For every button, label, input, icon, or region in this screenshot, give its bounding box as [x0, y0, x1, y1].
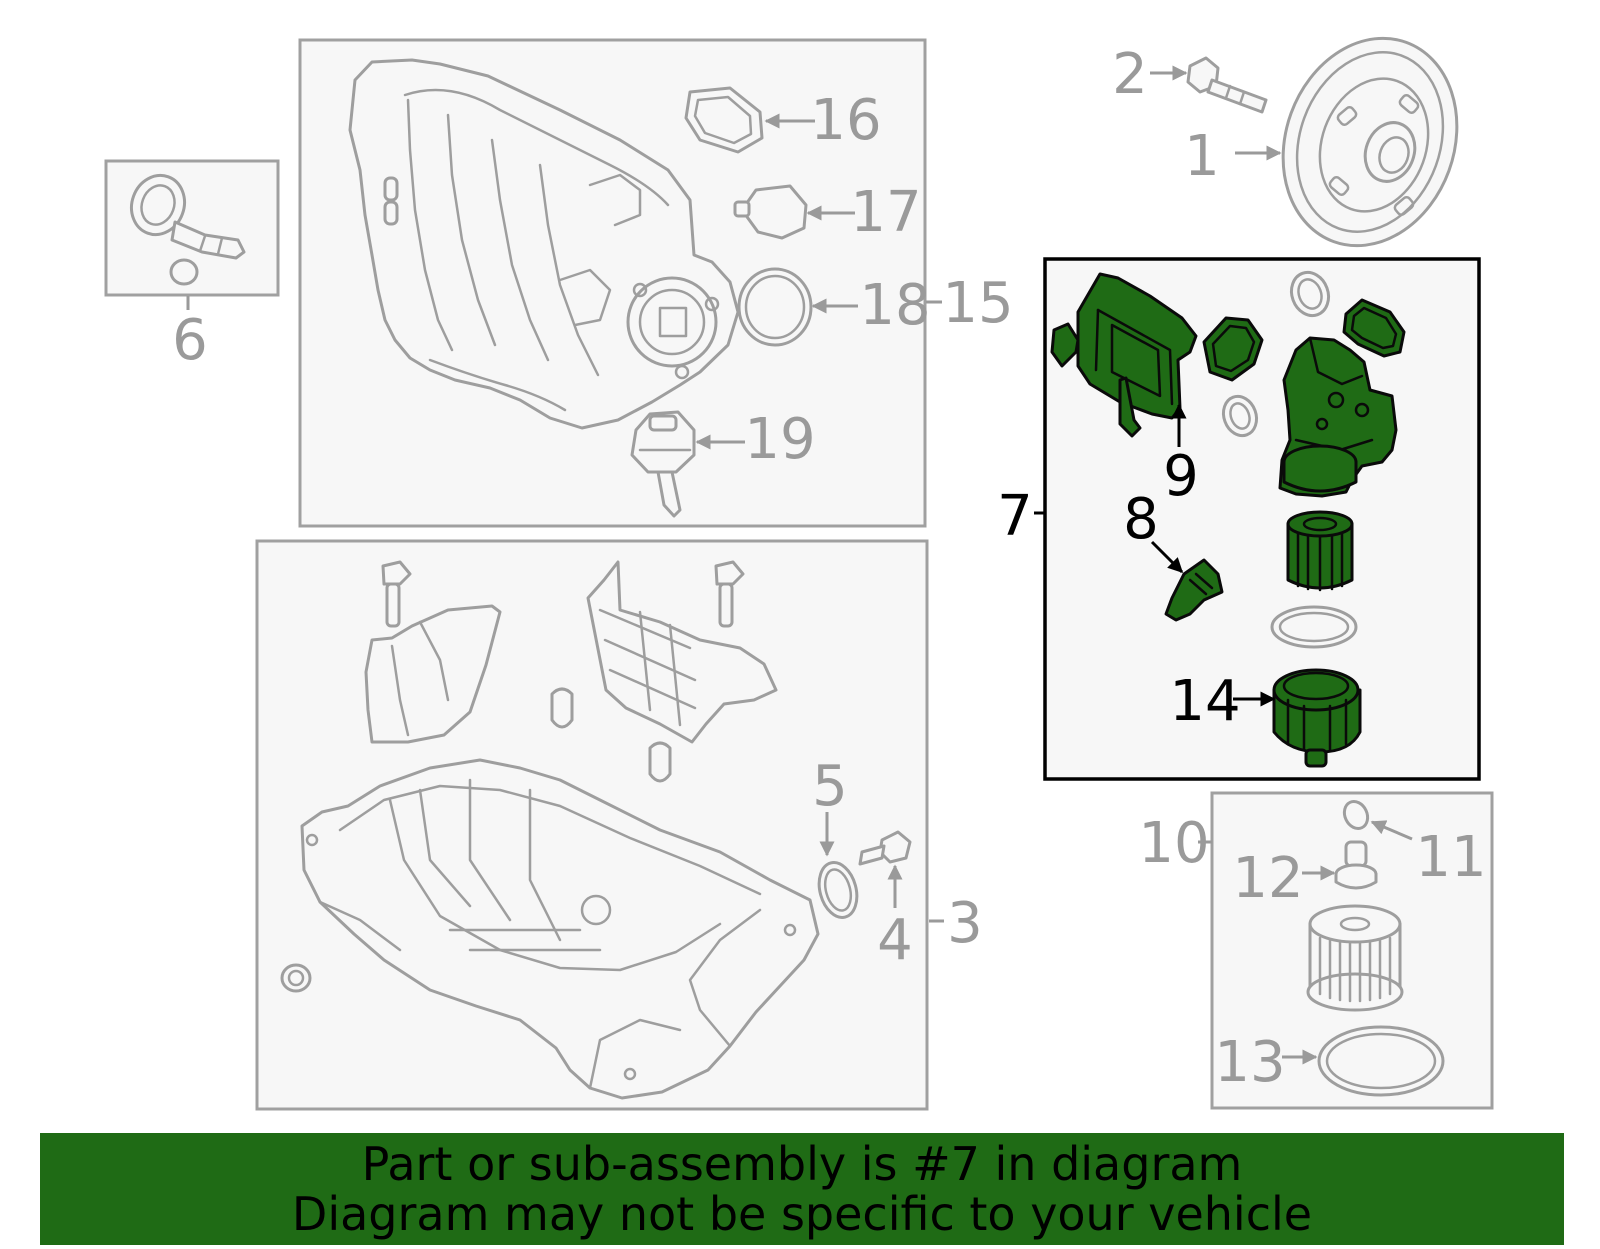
part-7-o-ring-b	[1221, 394, 1259, 438]
part-9-oil-cooler	[1050, 272, 1198, 438]
callout-6: 6	[172, 308, 208, 373]
callout-16: 16	[810, 88, 881, 153]
part-14-filter-cap	[1272, 668, 1362, 768]
part-2-bolt	[1186, 56, 1268, 114]
part-7-gasket-a	[1202, 316, 1264, 382]
part-19-valve	[630, 410, 696, 518]
part-12-drain-plug	[1334, 840, 1378, 890]
part-1-crankshaft-pulley	[1281, 36, 1459, 248]
callout-18: 18	[859, 273, 930, 338]
callout-14: 14	[1169, 669, 1240, 734]
callout-9: 9	[1163, 444, 1199, 509]
part-4-drain-plug	[858, 830, 912, 866]
leader-8	[1150, 540, 1184, 574]
callout-3: 3	[947, 891, 983, 956]
callout-10: 10	[1138, 811, 1209, 876]
callout-13: 13	[1214, 1030, 1285, 1095]
callout-11: 11	[1415, 825, 1486, 890]
part-18-gasket-ring	[737, 267, 813, 347]
info-banner: Part or sub-assembly is #7 in diagram Di…	[40, 1133, 1564, 1245]
part-10-filter-element	[1306, 904, 1404, 1012]
part-16-gasket	[684, 86, 764, 154]
banner-line-1: Part or sub-assembly is #7 in diagram	[361, 1137, 1243, 1191]
part-13-o-ring	[1317, 1025, 1445, 1097]
callout-1: 1	[1184, 124, 1220, 189]
part-11-o-ring	[1342, 799, 1370, 831]
part-15-intake-manifold	[348, 58, 740, 430]
banner-line-2: Diagram may not be specific to your vehi…	[291, 1187, 1313, 1241]
part-7-gasket-b	[1342, 298, 1406, 358]
callout-19: 19	[744, 407, 815, 472]
callout-2: 2	[1112, 42, 1148, 107]
callout-7: 7	[997, 484, 1033, 549]
leader-11	[1370, 820, 1413, 841]
part-7-o-ring-a	[1289, 270, 1331, 318]
callout-12: 12	[1232, 846, 1303, 911]
callout-4: 4	[877, 908, 913, 973]
part-17-sensor	[733, 184, 808, 240]
part-8-sensor	[1164, 558, 1224, 622]
part-7-oil-filter-housing	[1278, 336, 1398, 498]
part-7-filter-element	[1286, 510, 1354, 592]
callout-15: 15	[942, 271, 1013, 336]
callout-5: 5	[812, 754, 848, 819]
callout-17: 17	[850, 180, 921, 245]
part-6-dipstick-tube	[130, 173, 246, 286]
part-3-oil-pan	[280, 560, 820, 1100]
part-5-gasket	[817, 861, 859, 919]
part-7-o-ring-c	[1270, 605, 1358, 649]
callout-8: 8	[1123, 487, 1159, 552]
